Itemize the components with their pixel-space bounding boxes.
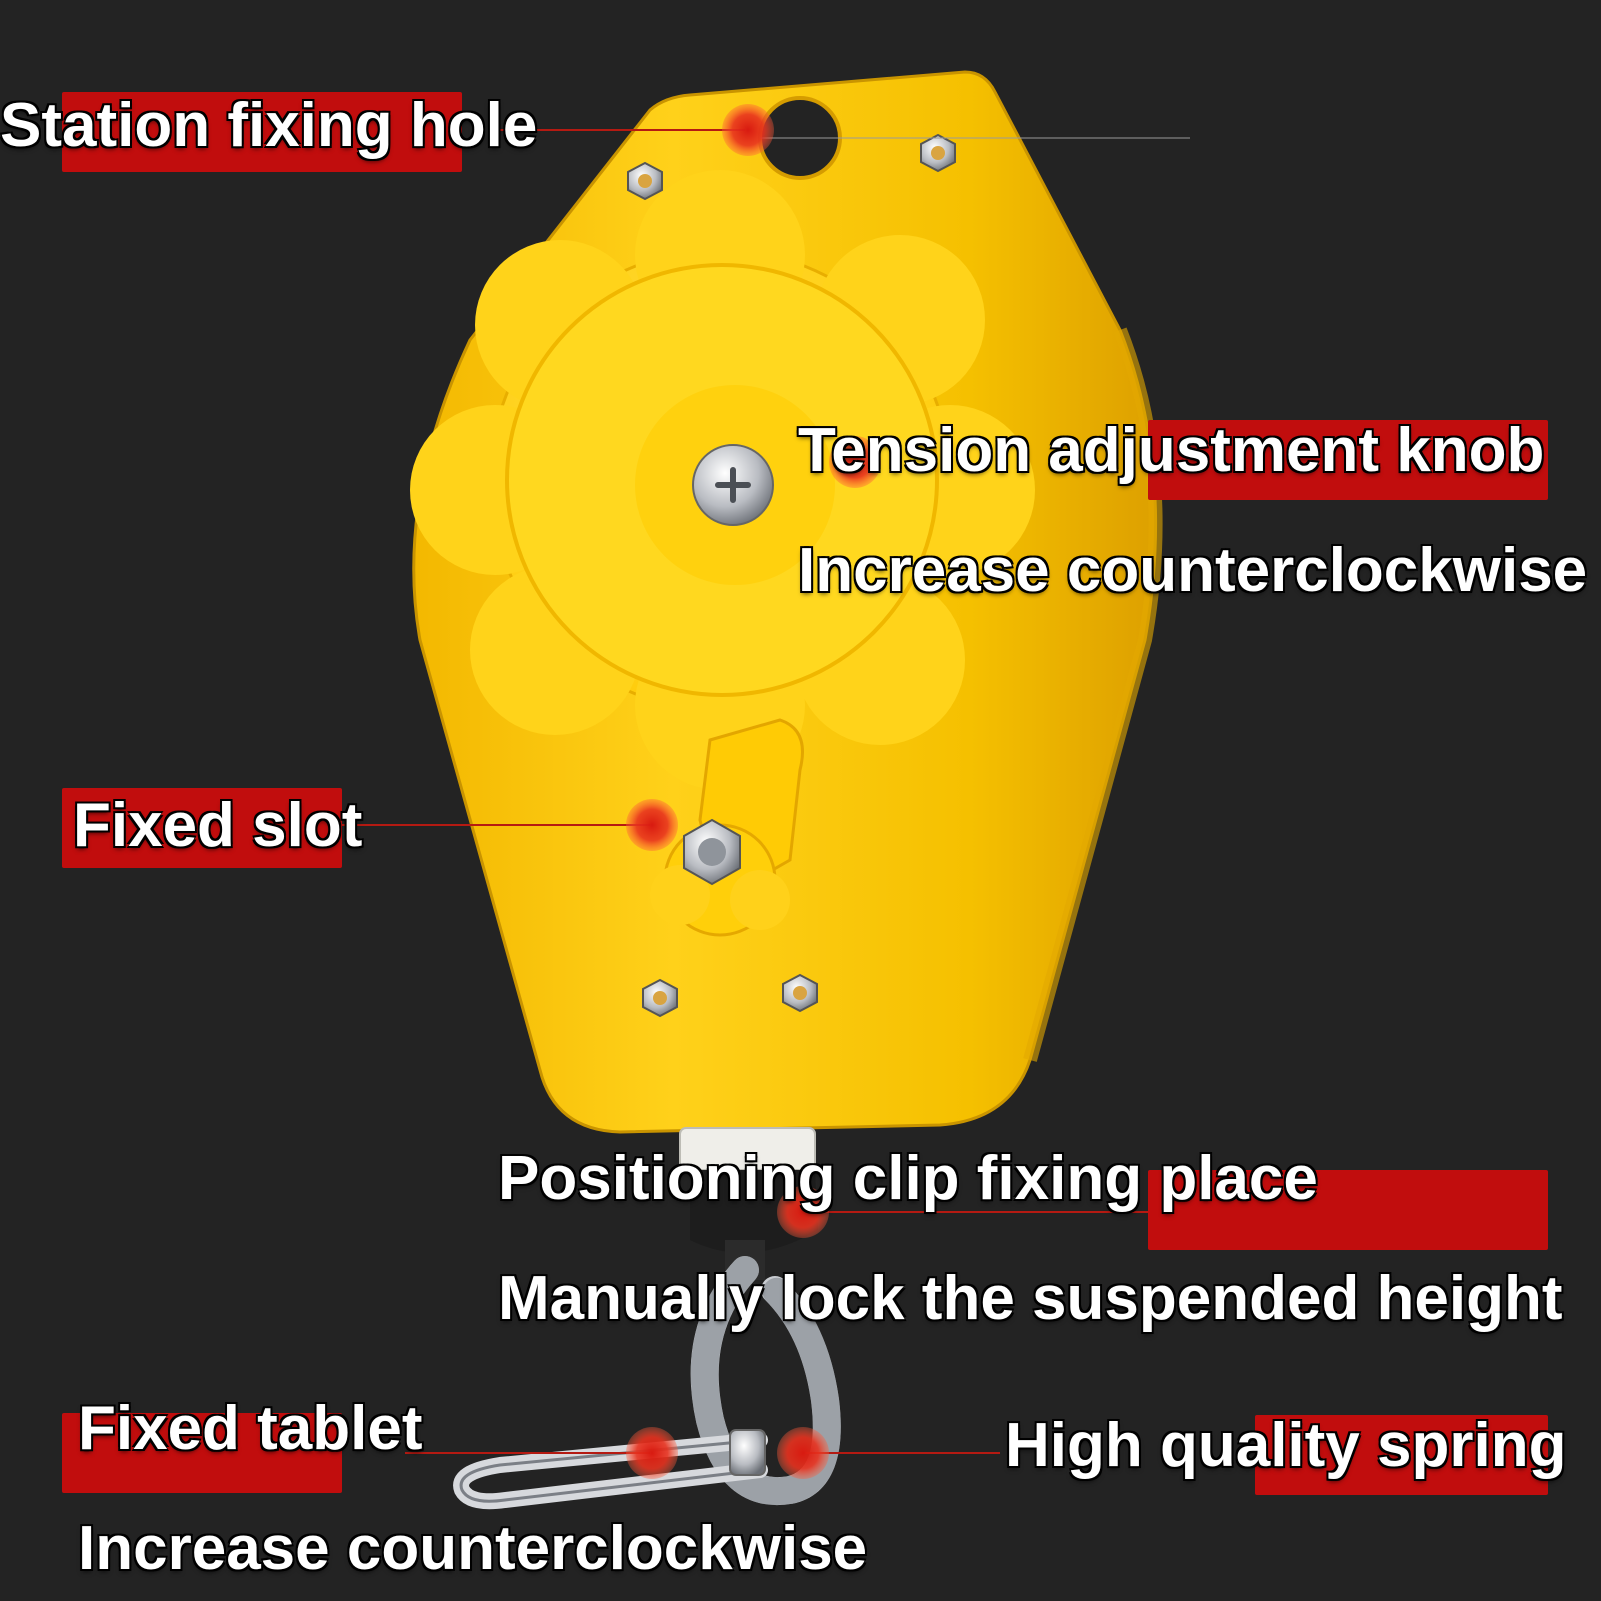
high-quality-spring xyxy=(690,1256,841,1506)
red-dot-marker-icon xyxy=(777,1427,829,1479)
label-fixed-slot: Fixed slot xyxy=(73,791,363,860)
leader-lines xyxy=(340,129,1190,1454)
label-bar-station-hole xyxy=(62,92,462,172)
positioning-clip xyxy=(679,1127,818,1280)
label-fixed-tablet-note: Increase counterclockwise xyxy=(78,1514,868,1583)
red-dot-marker-icon xyxy=(626,1427,678,1479)
hex-bolt-icon xyxy=(683,818,741,886)
hex-bolt-icon xyxy=(627,161,663,201)
label-bar-positioning-clip xyxy=(1148,1170,1548,1250)
label-tension-knob: Tension adjustment knob xyxy=(798,416,1545,485)
label-bar-spring xyxy=(1255,1415,1548,1495)
label-bar-fixed-slot xyxy=(62,788,342,868)
label-bar-tension-knob xyxy=(1148,420,1548,500)
carabiner-hook-icon xyxy=(453,1429,768,1510)
red-dot-marker-icon xyxy=(829,436,881,488)
label-positioning-clip-note: Manually lock the suspended height xyxy=(498,1264,1563,1333)
hex-bolt-icon xyxy=(782,973,818,1013)
label-spring: High quality spring xyxy=(1005,1411,1567,1480)
hex-bolt-icon xyxy=(642,978,678,1018)
label-fixed-tablet: Fixed tablet xyxy=(78,1394,423,1463)
red-dot-marker-icon xyxy=(722,104,774,156)
phillips-screw-icon xyxy=(692,444,774,526)
label-bar-fixed-tablet xyxy=(62,1413,342,1493)
label-station-fixing-hole: Station fixing hole xyxy=(0,91,538,160)
red-dot-marker-icon xyxy=(777,1186,829,1238)
label-positioning-clip: Positioning clip fixing place xyxy=(498,1144,1318,1213)
hex-bolt-icon xyxy=(920,133,956,173)
red-dot-marker-icon xyxy=(626,799,678,851)
label-tension-knob-note: Increase counterclockwise xyxy=(798,536,1588,605)
